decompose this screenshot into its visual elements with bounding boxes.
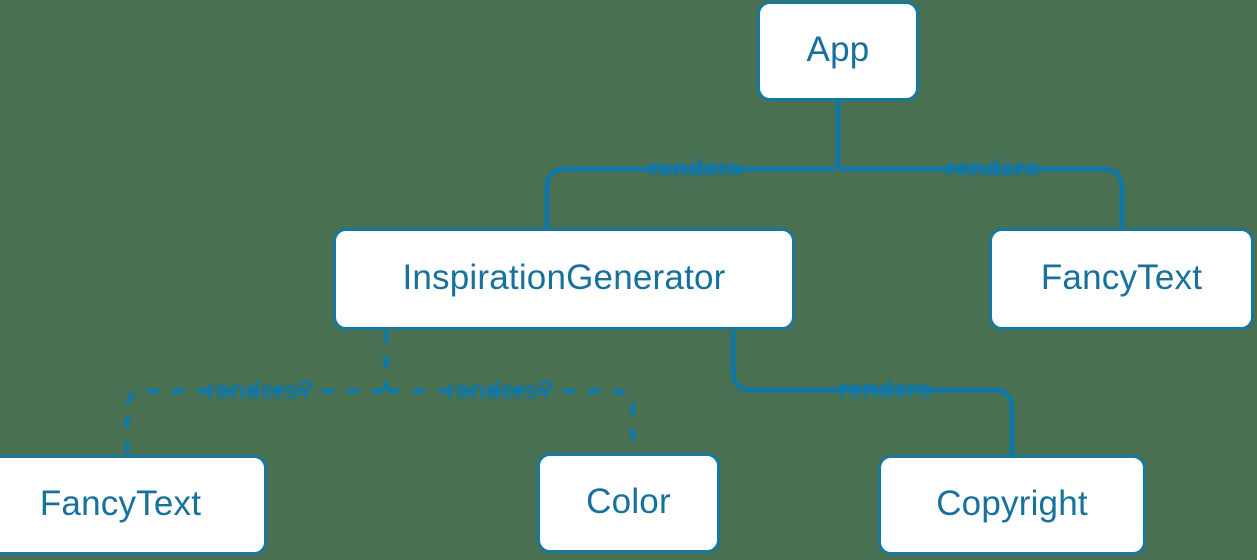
node-fancytext-bottom[interactable]: FancyText (0, 455, 267, 555)
edge-label-app-to-inspirationgenerator: renders (648, 154, 742, 183)
node-fancytext-top[interactable]: FancyText (989, 228, 1254, 330)
node-inspirationgenerator[interactable]: InspirationGenerator (333, 228, 795, 330)
edge-inspirationgenerator-to-color (388, 388, 636, 453)
node-copyright[interactable]: Copyright (878, 455, 1146, 555)
node-app-label: App (806, 30, 870, 69)
node-copyright-label: Copyright (936, 484, 1088, 523)
edge-label-inspirationgenerator-to-copyright: renders (838, 375, 932, 404)
node-fancytext-bottom-label: FancyText (39, 484, 202, 523)
edge-label-inspirationgenerator-to-color: renders? (446, 376, 554, 405)
edge-inspirationgenerator-to-fancytext (124, 388, 384, 455)
node-inspirationgenerator-label: InspirationGenerator (402, 258, 726, 297)
node-color-label: Color (586, 482, 671, 521)
edge-label-app-to-fancytext: renders (945, 154, 1039, 183)
node-fancytext-top-label: FancyText (1040, 258, 1203, 297)
edge-label-inspirationgenerator-to-fancytext: renders? (206, 376, 314, 405)
node-color[interactable]: Color (537, 453, 720, 553)
edge-app-to-inspirationgenerator (544, 166, 836, 228)
edge-inspirationgenerator-to-copyright (730, 331, 1015, 455)
node-app[interactable]: App (757, 1, 919, 101)
edge-app-to-fancytext (840, 166, 1125, 228)
